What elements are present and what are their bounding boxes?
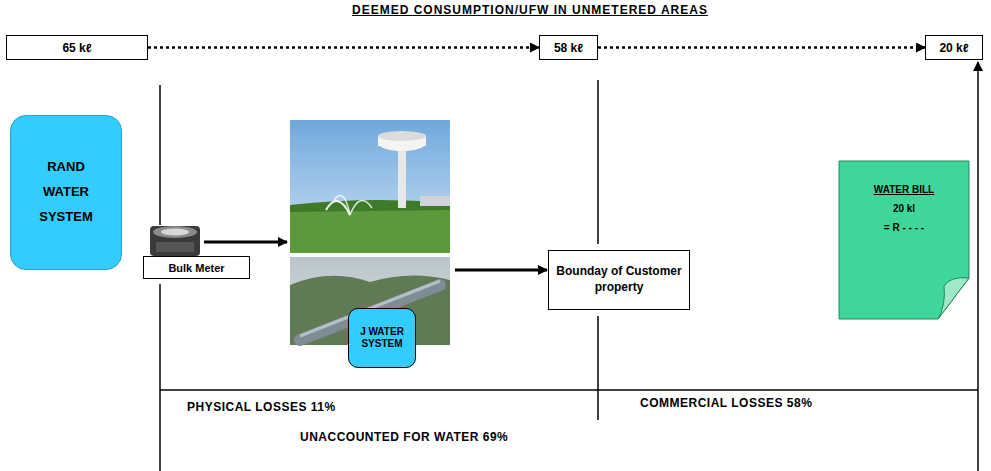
meter-label-box: Bulk Meter bbox=[143, 256, 250, 279]
boundary-box: Bounday of Customer property bbox=[548, 250, 690, 310]
loss-divider-line bbox=[160, 389, 978, 391]
diagram-title: DEEMED CONSUMPTION/UFW IN UNMETERED AREA… bbox=[352, 3, 708, 17]
loss-label: COMMERCIAL LOSSES 58% bbox=[640, 396, 812, 410]
dotted-flow-arrow bbox=[598, 46, 925, 49]
bill-text: WATER BILL bbox=[874, 184, 934, 195]
water-tower-photo bbox=[290, 120, 450, 253]
volume-box: 58 kℓ bbox=[539, 35, 598, 60]
node-text: J WATER SYSTEM bbox=[354, 326, 410, 350]
node-text: 58 kℓ bbox=[554, 41, 583, 55]
system-box: J WATER SYSTEM bbox=[348, 308, 416, 368]
node-text: 65 kℓ bbox=[62, 41, 91, 55]
boundary-line bbox=[597, 316, 599, 420]
system-box: RAND WATER SYSTEM bbox=[10, 115, 122, 270]
boundary-line bbox=[159, 284, 161, 471]
boundary-arrow bbox=[977, 62, 979, 471]
node-text: RAND WATER SYSTEM bbox=[31, 155, 101, 229]
bill-text: 20 kl bbox=[893, 203, 915, 214]
flow-arrow bbox=[455, 269, 547, 272]
water-bill-note: WATER BILL 20 kl = R - - - - bbox=[838, 160, 970, 320]
flow-arrow bbox=[204, 241, 287, 244]
bulk-meter-picture bbox=[150, 226, 200, 256]
boundary-line bbox=[159, 85, 161, 225]
node-text: Bounday of Customer property bbox=[554, 264, 684, 295]
loss-label: PHYSICAL LOSSES 11% bbox=[187, 400, 336, 414]
boundary-line bbox=[597, 80, 599, 244]
total-loss-label: UNACCOUNTED FOR WATER 69% bbox=[300, 430, 508, 444]
volume-box: 65 kℓ bbox=[6, 35, 148, 60]
node-text: 20 kℓ bbox=[939, 41, 968, 55]
dotted-flow-arrow bbox=[148, 46, 539, 49]
bill-text: = R - - - - bbox=[884, 222, 924, 233]
node-text: Bulk Meter bbox=[168, 262, 224, 274]
volume-box: 20 kℓ bbox=[925, 35, 983, 60]
